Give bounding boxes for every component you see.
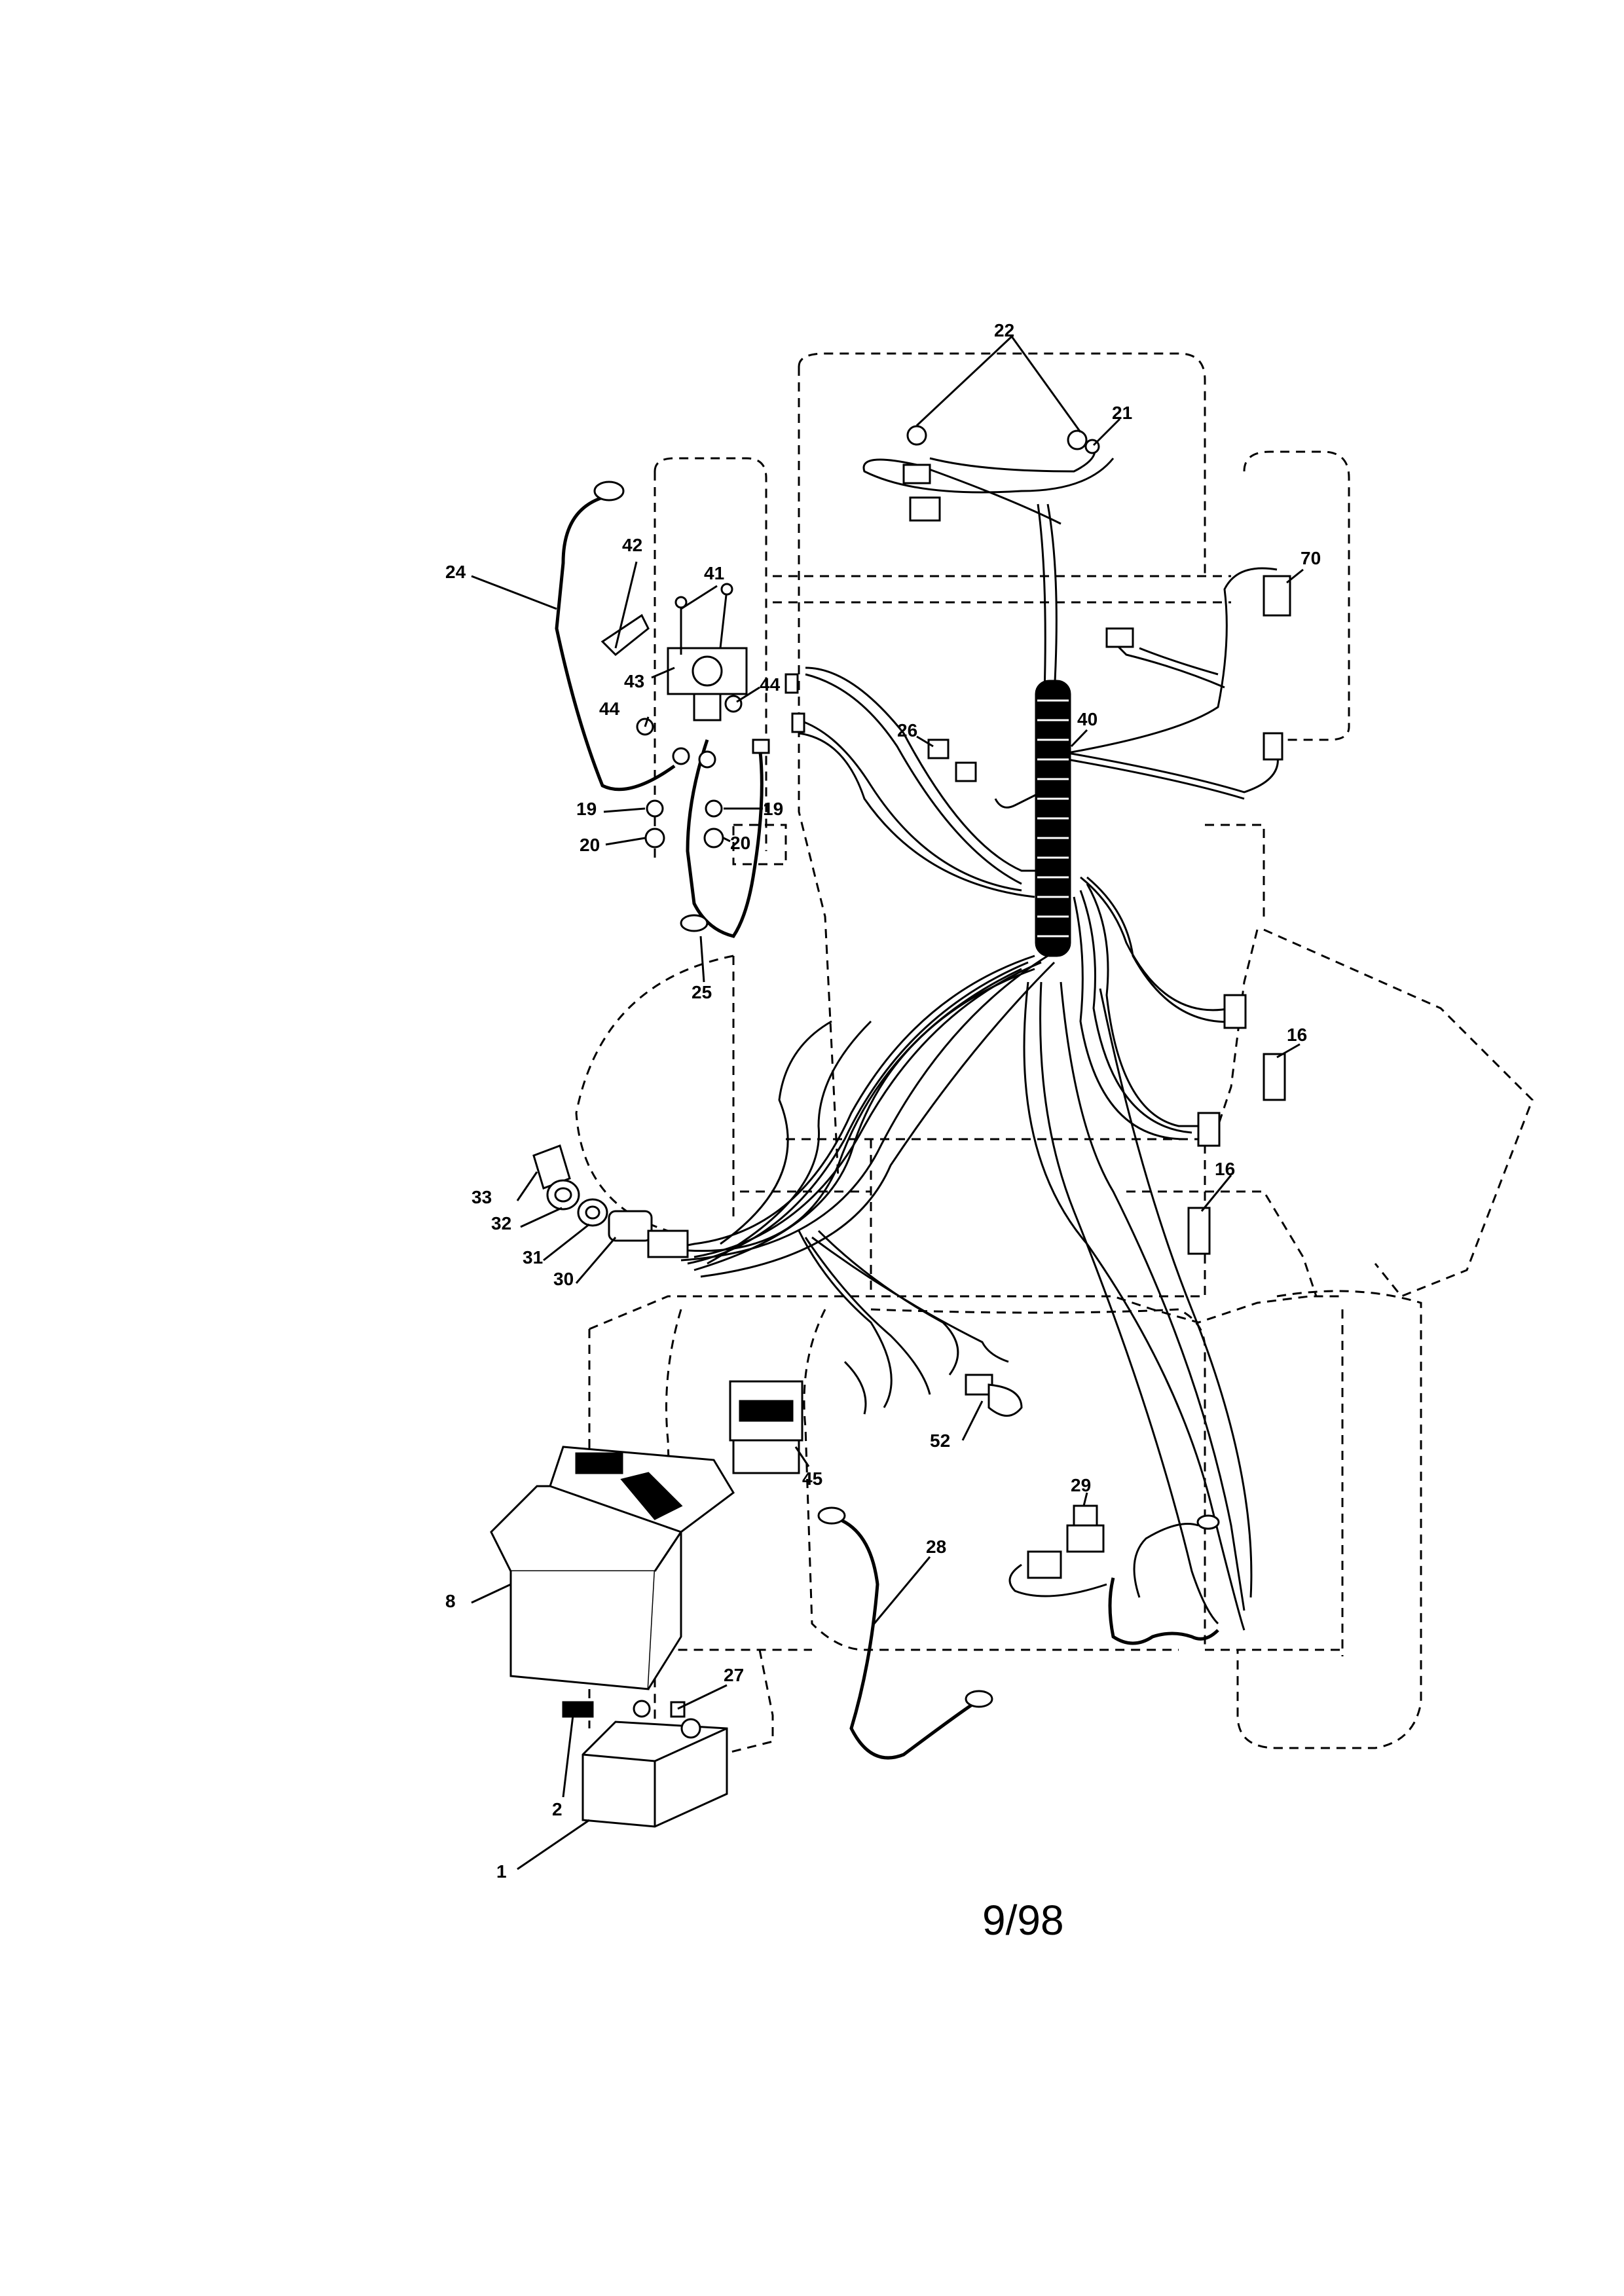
callout-16-lower: 16 bbox=[1215, 1159, 1235, 1179]
callout-28: 28 bbox=[926, 1537, 946, 1557]
pto-switch-connectors bbox=[1187, 994, 1286, 1255]
ring-terminal-25 bbox=[680, 914, 709, 932]
callout-21: 21 bbox=[1112, 403, 1132, 423]
callout-33: 33 bbox=[471, 1187, 492, 1207]
callout-52: 52 bbox=[930, 1430, 950, 1451]
ignition-connector bbox=[647, 1230, 689, 1258]
callout-44-right: 44 bbox=[760, 674, 781, 695]
battery-box bbox=[490, 1446, 735, 1690]
callout-30: 30 bbox=[553, 1269, 574, 1289]
callout-19-right: 19 bbox=[763, 799, 783, 819]
connector-26-b bbox=[955, 761, 977, 782]
ground-cable-28 bbox=[817, 1506, 993, 1760]
main-harness-wires bbox=[661, 464, 1279, 1631]
callout-19-left: 19 bbox=[576, 799, 597, 819]
washer-19-left bbox=[646, 799, 664, 818]
callout-1: 1 bbox=[496, 1861, 507, 1882]
callout-20-right: 20 bbox=[730, 833, 750, 853]
harness-connector-right bbox=[1105, 627, 1134, 648]
callout-40: 40 bbox=[1077, 709, 1098, 729]
callout-31: 31 bbox=[523, 1247, 543, 1267]
callout-26: 26 bbox=[897, 720, 917, 740]
harness-plug-right bbox=[1263, 732, 1283, 761]
callout-45: 45 bbox=[802, 1468, 822, 1489]
headlight-bulb-left bbox=[906, 425, 927, 446]
starter-solenoid-assembly bbox=[555, 481, 805, 938]
headlight-bulb-right bbox=[1067, 429, 1088, 450]
callout-20-left: 20 bbox=[580, 835, 600, 855]
callout-44-left: 44 bbox=[599, 699, 620, 719]
connector-26-a bbox=[927, 738, 950, 759]
callout-24: 24 bbox=[445, 562, 466, 582]
fuse-module-45 bbox=[729, 1380, 810, 1474]
callout-labels: 22 21 70 24 42 41 43 44 44 19 19 20 20 2… bbox=[445, 320, 1321, 1882]
callout-42: 42 bbox=[622, 535, 642, 555]
seat-switch-harness bbox=[1067, 567, 1291, 761]
pto-connector-upper bbox=[1223, 994, 1247, 1029]
pto-connector-lower bbox=[1197, 1112, 1221, 1147]
callout-25: 25 bbox=[692, 982, 712, 1002]
leader-lines bbox=[471, 335, 1304, 1870]
callout-70: 70 bbox=[1301, 548, 1321, 568]
callout-27: 27 bbox=[724, 1665, 744, 1685]
headlight-connector bbox=[902, 464, 931, 484]
washer-19-right bbox=[705, 799, 723, 818]
pto-switch-upper bbox=[1263, 1053, 1286, 1101]
headlight-plug bbox=[909, 496, 941, 522]
callout-8: 8 bbox=[445, 1591, 456, 1611]
ignition-switch-assembly bbox=[532, 1144, 689, 1258]
ignition-switch bbox=[608, 1210, 653, 1242]
harness-conduit-coil bbox=[1035, 680, 1071, 957]
callout-22: 22 bbox=[994, 320, 1014, 340]
ring-terminal-24 bbox=[593, 481, 625, 501]
battery-assembly bbox=[562, 1700, 728, 1828]
solenoid-boot bbox=[600, 613, 650, 657]
nut-20-left bbox=[644, 828, 665, 848]
pto-switch-lower bbox=[1187, 1207, 1211, 1255]
callout-41: 41 bbox=[704, 563, 724, 583]
fuse-holder-52 bbox=[965, 1374, 1023, 1417]
callout-29: 29 bbox=[1071, 1475, 1091, 1495]
headlight-harness bbox=[862, 425, 1115, 522]
callout-16-upper: 16 bbox=[1287, 1025, 1307, 1045]
callout-2: 2 bbox=[552, 1799, 563, 1819]
callout-43: 43 bbox=[624, 671, 644, 691]
nut-44-right bbox=[724, 695, 743, 713]
harness-connectors-center bbox=[927, 738, 977, 782]
revision-date: 9/98 bbox=[982, 1897, 1064, 1944]
nut-20-right bbox=[703, 828, 724, 848]
interlock-switch-29 bbox=[1008, 1504, 1220, 1645]
seat-switch-connector bbox=[1263, 575, 1291, 617]
ignition-key bbox=[532, 1144, 571, 1190]
callout-32: 32 bbox=[491, 1213, 511, 1233]
